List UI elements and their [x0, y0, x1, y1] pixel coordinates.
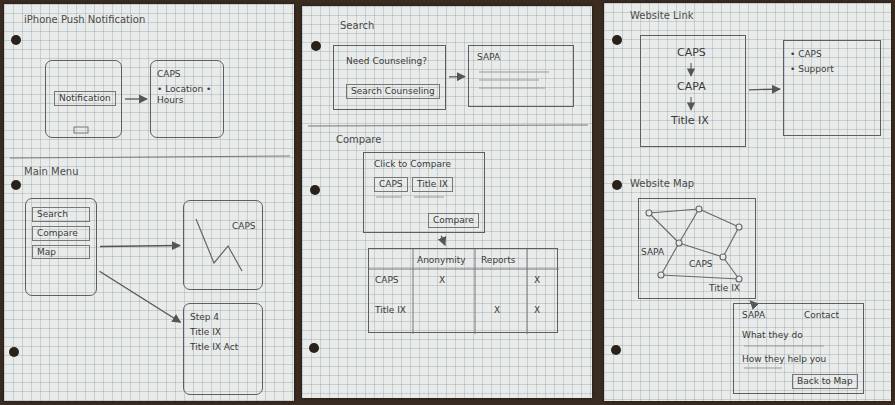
section-title: Website Link	[630, 10, 694, 21]
section-title: Search	[340, 20, 374, 31]
punch-hole	[11, 35, 21, 45]
punch-hole	[310, 185, 320, 195]
punch-hole	[9, 347, 19, 357]
sketch-box: Click to CompareCAPS Title IX Compare	[363, 152, 485, 233]
sketch-text: Step 4	[190, 312, 256, 323]
sketch-text: How they help you	[742, 354, 826, 365]
flow-arrow	[749, 88, 780, 90]
sketch-text: • CAPS	[790, 49, 874, 60]
punch-hole	[612, 35, 622, 45]
sketch-box: CAPS CAPA Title IX	[640, 35, 746, 147]
sketch-text: Title IX	[709, 283, 740, 294]
sketch-text: What they do	[742, 330, 803, 341]
sketch-text: CAPS	[375, 275, 399, 286]
sketch-text: Search	[32, 207, 90, 222]
section-title: Main Menu	[24, 166, 79, 177]
sketch-box: SAPA CAPS Title IX	[638, 198, 756, 299]
paper-sheet	[302, 6, 592, 398]
sketch-text: Title IX	[412, 177, 453, 192]
sketch-text: Anonymity	[417, 255, 466, 266]
sketch-text: • Support	[790, 64, 874, 75]
phone-screen: SearchCompareMap	[25, 198, 97, 296]
sketch-text: • Location • Hours	[157, 84, 217, 106]
section-divider	[10, 156, 290, 158]
sketch-text: CAPS	[157, 69, 217, 80]
sketch-text: X	[439, 275, 445, 286]
sketch-text: CAPA	[677, 80, 706, 93]
table-grid	[369, 249, 559, 334]
sketch-text: Reports	[481, 255, 516, 266]
sketch-text: Title IX	[671, 114, 709, 127]
flow-arrow	[100, 271, 181, 322]
phone-screen: CAPS	[183, 200, 263, 290]
flow-arrow	[449, 76, 465, 78]
box-sketch	[184, 201, 262, 289]
punch-hole	[311, 41, 321, 51]
sketch-text: CAPS	[374, 177, 408, 192]
flow-arrow	[441, 236, 445, 245]
sketch-text: CAPS	[232, 221, 256, 232]
home-button	[74, 127, 88, 133]
section-title: Website Map	[630, 178, 694, 189]
sketch-text: Map	[32, 245, 90, 260]
punch-hole	[11, 180, 21, 190]
sketch-text: Need Counseling?	[346, 56, 427, 67]
sketch-text: X	[534, 305, 540, 316]
sketch-text: Click to Compare	[374, 159, 451, 170]
sketch-text: Title IX Act	[190, 342, 256, 353]
phone-screen: Step 4 Title IX Title IX Act	[183, 303, 263, 395]
sketch-box: Anonymity ReportsCAPS X X Title IX X X	[368, 248, 558, 333]
sketch-text: Title IX	[190, 327, 256, 338]
scribble-lines	[479, 72, 549, 88]
sketch-text: SAPA	[477, 52, 500, 63]
sketch-text: Notification	[54, 91, 116, 106]
sketch-text: Back to Map	[792, 374, 858, 389]
sketch-box: SAPA	[468, 45, 574, 107]
section-title: iPhone Push Notification	[24, 14, 145, 25]
sketch-text: Search Counseling	[346, 84, 440, 99]
paper-sheet	[4, 4, 294, 401]
section-divider	[308, 125, 588, 126]
flow-arrow	[100, 246, 180, 247]
sketch-box: Need Counseling? Search Counseling	[333, 45, 446, 110]
sketch-text: SAPA	[742, 310, 765, 321]
flow-arrow	[750, 300, 752, 302]
scribble-lines	[376, 197, 444, 198]
sketch-text: SAPA	[641, 247, 664, 258]
sketch-box: SAPA ContactWhat they do How they help you…	[733, 303, 864, 394]
punch-hole	[611, 345, 621, 355]
sketch-text: Compare	[428, 213, 479, 228]
punch-hole	[612, 180, 622, 190]
sketch-text: Compare	[32, 226, 90, 241]
flow-arrow	[125, 98, 147, 99]
paper-sheet	[604, 3, 891, 401]
sketch-text: Contact	[804, 310, 839, 321]
map-graph	[646, 206, 742, 282]
phone-screen: Notification	[45, 60, 122, 138]
sketch-text: Title IX	[375, 305, 406, 316]
section-title: Compare	[336, 134, 381, 145]
sketch-text: CAPS	[689, 259, 713, 270]
sketch-box: • CAPS • Support	[783, 40, 881, 136]
sketch-text: X	[534, 275, 540, 286]
phone-screen: CAPS • Location • Hours	[150, 60, 224, 138]
sketch-text: X	[494, 305, 500, 316]
punch-hole	[309, 343, 319, 353]
sketch-text: CAPS	[677, 46, 706, 59]
